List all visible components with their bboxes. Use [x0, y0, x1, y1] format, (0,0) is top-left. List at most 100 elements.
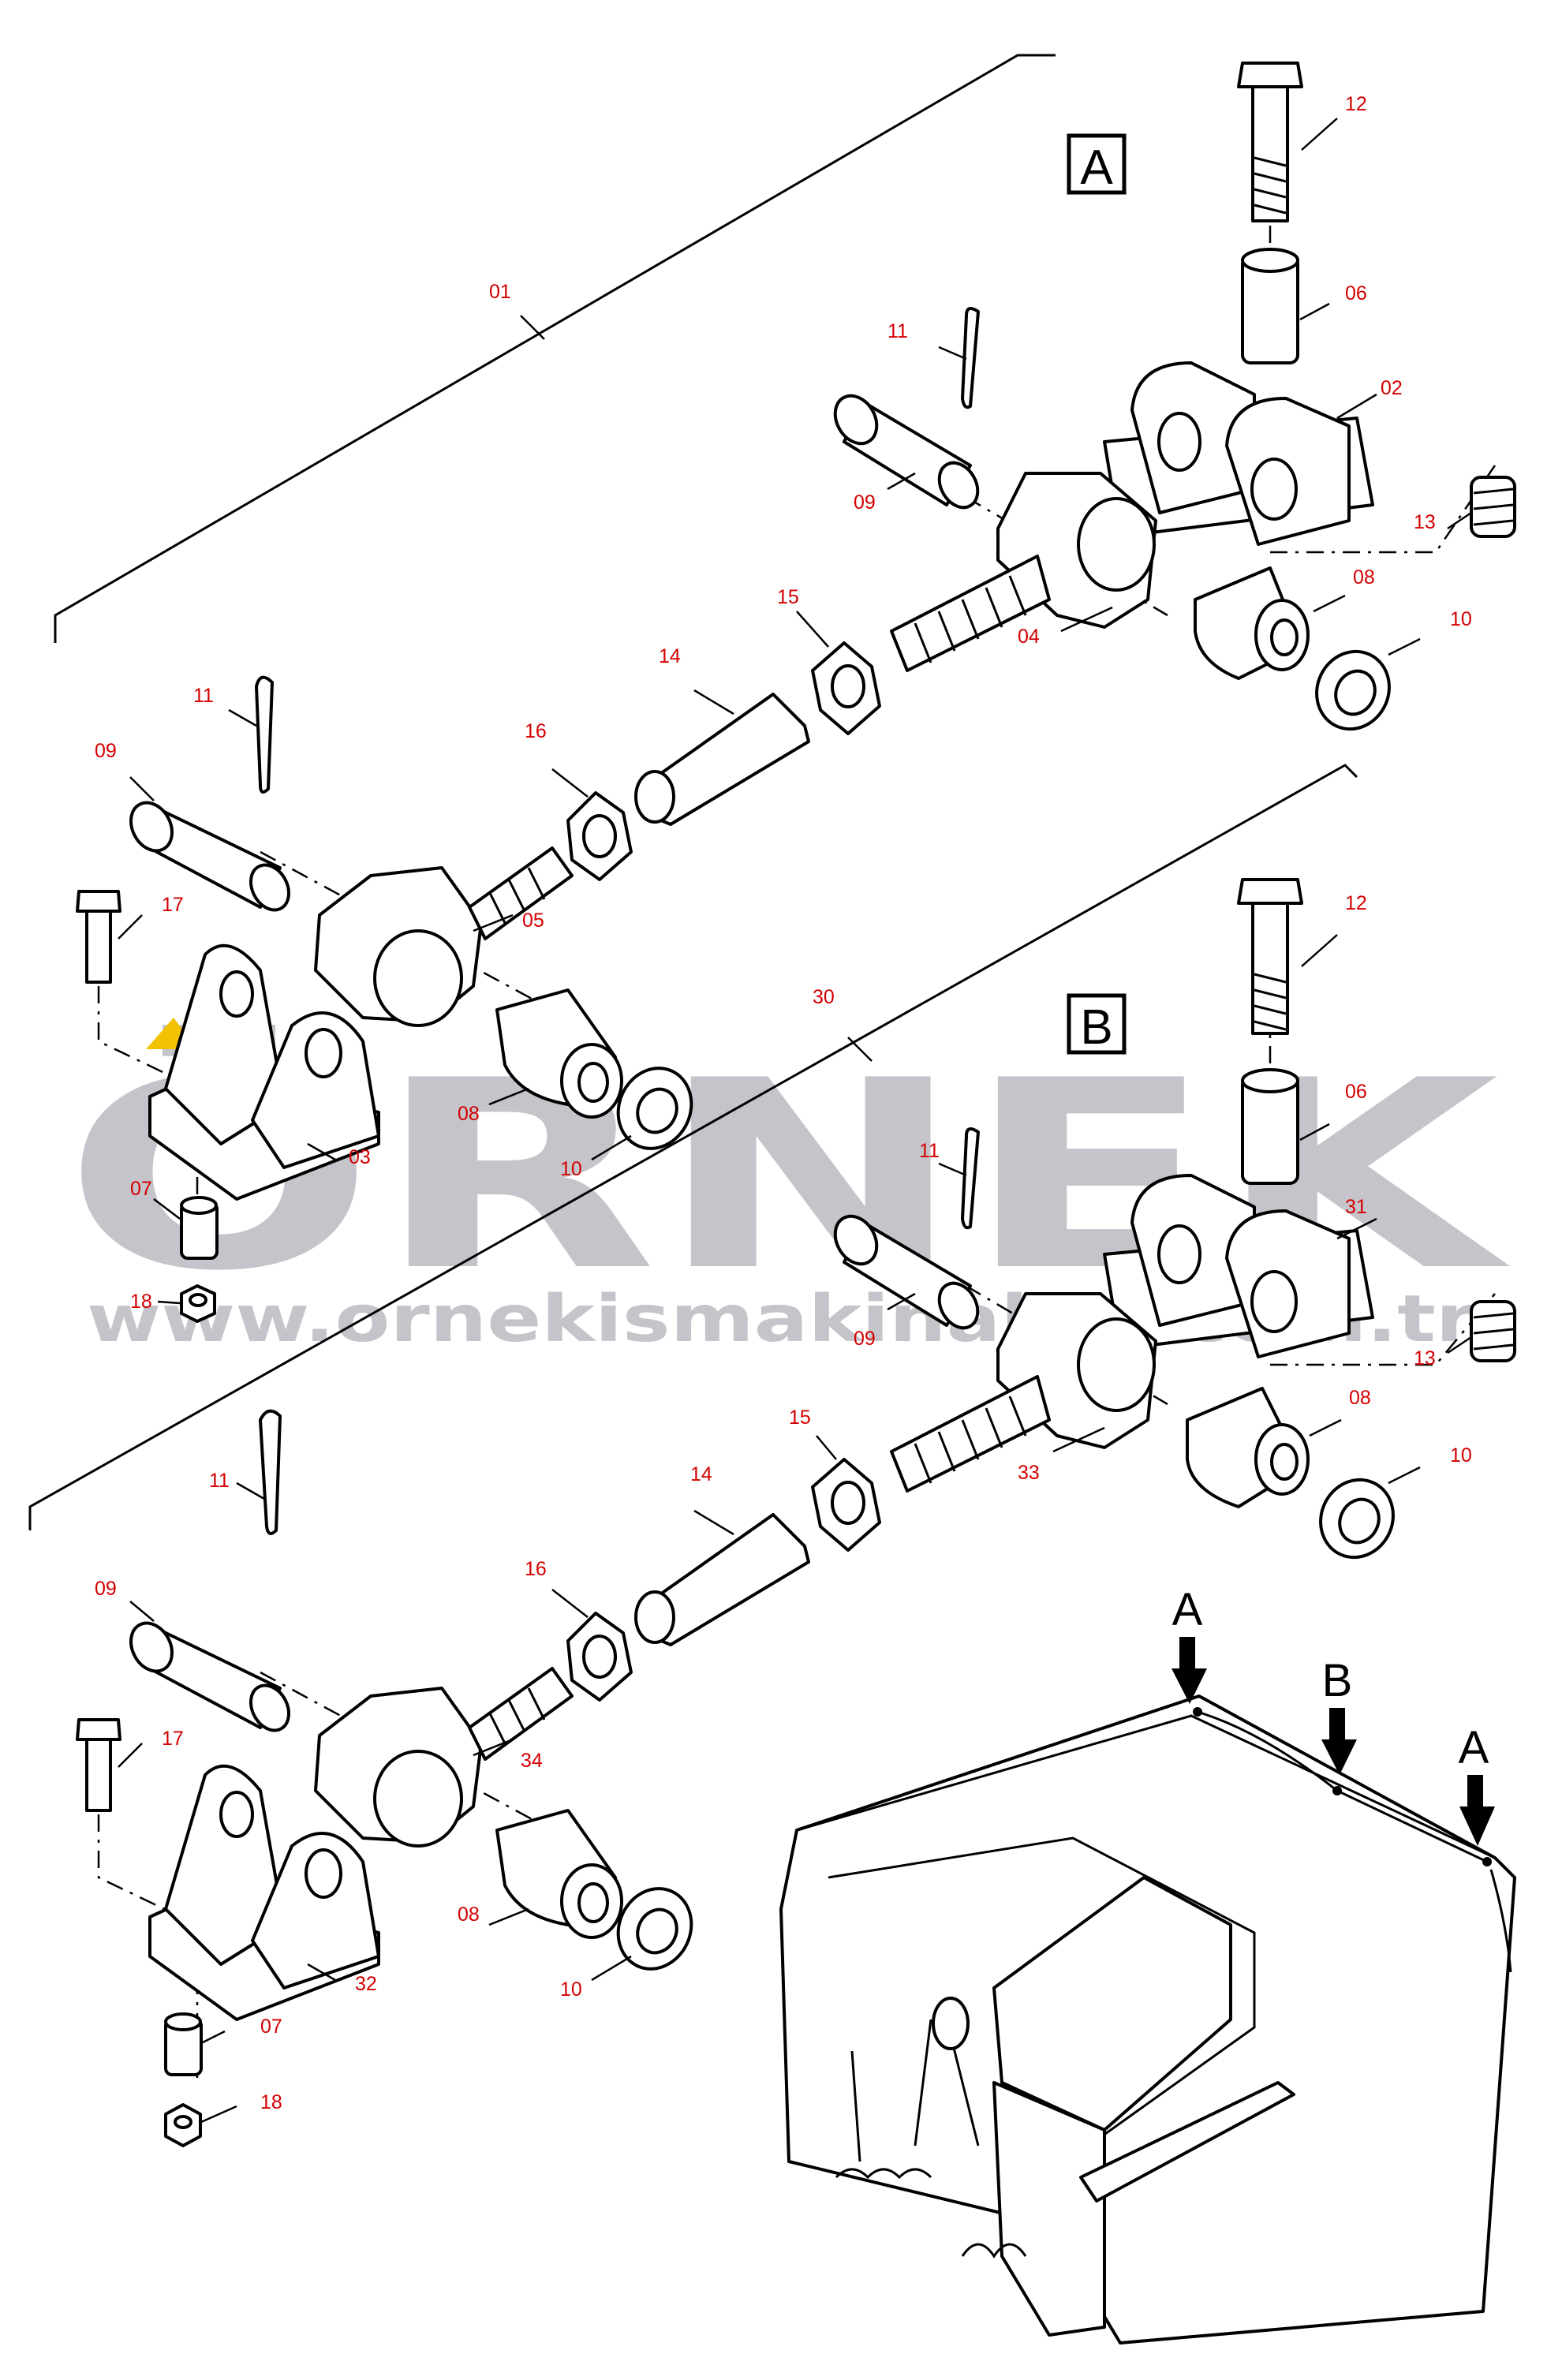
- leader-02-a: [1336, 393, 1377, 420]
- part-05-rod-end-a: [314, 846, 574, 1027]
- part-11-cotter-left-b: [259, 1409, 282, 1535]
- machine-rail: [1079, 2081, 1295, 2203]
- leader-09l-a: [129, 776, 155, 801]
- callout-30: 30: [813, 986, 835, 1008]
- part-09-pin-right-b: [833, 1214, 980, 1330]
- leader-12-a: [1301, 118, 1338, 151]
- callout-05: 05: [522, 910, 544, 932]
- part-07-spacer-b: [164, 2012, 203, 2076]
- machine-top-edge: [796, 1714, 1496, 1859]
- callout-06-a: 06: [1345, 282, 1367, 305]
- part-16-nut-a: [566, 791, 633, 881]
- machine-hopper-chute: [992, 2081, 1106, 2337]
- callout-08-left-a: 08: [458, 1103, 480, 1125]
- location-label-a1: A: [1172, 1584, 1203, 1635]
- view-a: A: [54, 54, 1516, 1323]
- leader-17-b: [118, 1743, 143, 1768]
- part-09-pin-right-a: [833, 394, 980, 510]
- callout-11-left-b: 11: [209, 1470, 230, 1492]
- leader-06-a: [1299, 302, 1330, 321]
- leader-15-b: [816, 1435, 837, 1460]
- callout-33: 33: [1018, 1462, 1040, 1484]
- leader-08r-a: [1313, 594, 1346, 613]
- view-label-b: B: [1080, 1000, 1112, 1055]
- assembly-line-01: [54, 54, 1056, 643]
- part-06-sleeve-a: [1241, 248, 1299, 364]
- part-31-clevis-b: [1103, 1174, 1374, 1358]
- callout-08-right-a: 08: [1353, 566, 1375, 588]
- leader-10r-a: [1388, 637, 1421, 656]
- leader-18-b: [200, 2105, 237, 2124]
- leader-15-a: [796, 611, 829, 648]
- callout-12-a: 12: [1345, 93, 1367, 115]
- part-17-bolt-b: [76, 1718, 121, 1812]
- callout-34: 34: [521, 1750, 543, 1772]
- view-b: B: [28, 764, 1516, 2147]
- callout-02: 02: [1381, 377, 1403, 399]
- callout-14-a: 14: [659, 645, 681, 667]
- assembly-line-30: [28, 764, 1358, 1530]
- callout-07-a: 07: [130, 1178, 152, 1200]
- location-arrow-b: [1321, 1708, 1357, 1775]
- leader-10r-b: [1388, 1466, 1421, 1485]
- callout-01: 01: [489, 281, 511, 303]
- leader-11r-a: [938, 346, 967, 361]
- callout-10-right-b: 10: [1450, 1444, 1472, 1466]
- leader-13-a: [1447, 511, 1472, 530]
- part-12-bolt-b: [1237, 878, 1303, 1035]
- part-03-bracket-a: [148, 943, 380, 1201]
- part-15-nut-a: [811, 641, 881, 735]
- part-10-washer-left-a: [616, 1067, 693, 1150]
- callout-04: 04: [1018, 626, 1040, 648]
- leader-09r-a: [887, 472, 916, 491]
- part-13-insert-b: [1470, 1300, 1516, 1362]
- leader-33-b: [1052, 1426, 1105, 1453]
- leader-14-b: [693, 1509, 734, 1536]
- callout-09-left-b: 09: [95, 1578, 117, 1600]
- part-11-cotter-right-b: [961, 1127, 980, 1230]
- leader-30-b: [847, 1037, 873, 1062]
- part-14-coupling-a: [634, 693, 810, 826]
- part-10-washer-left-b: [616, 1887, 693, 1971]
- view-label-a: A: [1080, 140, 1113, 195]
- view-label-box-a: [1067, 133, 1127, 195]
- callout-13-a: 13: [1414, 511, 1436, 533]
- callout-10-left-b: 10: [560, 1978, 582, 2001]
- mount-link-line: [1197, 1710, 1488, 1863]
- part-10-washer-right-b: [1319, 1478, 1395, 1560]
- leader-08l-b: [488, 1907, 529, 1926]
- callout-11-right-b: 11: [919, 1140, 940, 1162]
- callout-10-right-a: 10: [1450, 608, 1472, 630]
- leader-16-b: [551, 1589, 589, 1618]
- callout-09-right-a: 09: [854, 491, 876, 514]
- callout-09-left-a: 09: [95, 740, 117, 762]
- callout-16-b: 16: [525, 1558, 547, 1580]
- leader-11l-a: [228, 708, 257, 727]
- part-15-nut-b: [811, 1458, 881, 1552]
- view-label-box-b: [1067, 993, 1127, 1055]
- leader-14-a: [693, 689, 734, 715]
- machine-side-edge: [1489, 1869, 1512, 1973]
- callout-11-left-a: 11: [193, 685, 214, 707]
- callout-14-b: 14: [690, 1463, 712, 1485]
- leader-05-a: [473, 914, 514, 932]
- leader-08r-b: [1309, 1418, 1342, 1437]
- part-10-washer-right-a: [1315, 649, 1391, 731]
- leader-11r-b: [938, 1162, 967, 1177]
- part-18-nut-a: [180, 1284, 216, 1323]
- part-06-sleeve-b: [1241, 1068, 1299, 1185]
- location-arrow-a2: [1459, 1775, 1495, 1846]
- location-label-a2: A: [1459, 1722, 1489, 1773]
- machine-rollers: [835, 2168, 932, 2180]
- part-14-coupling-b: [634, 1513, 810, 1646]
- leader-10l-b: [591, 1955, 632, 1982]
- callout-11-right-a: 11: [888, 320, 908, 342]
- leader-11l-b: [236, 1481, 265, 1500]
- part-08-bush-left-a: [495, 988, 623, 1119]
- leader-10l-a: [591, 1134, 632, 1161]
- machine-hopper-block: [992, 1876, 1232, 2132]
- callout-32: 32: [355, 1973, 377, 1995]
- leader-07-b: [200, 2030, 226, 2045]
